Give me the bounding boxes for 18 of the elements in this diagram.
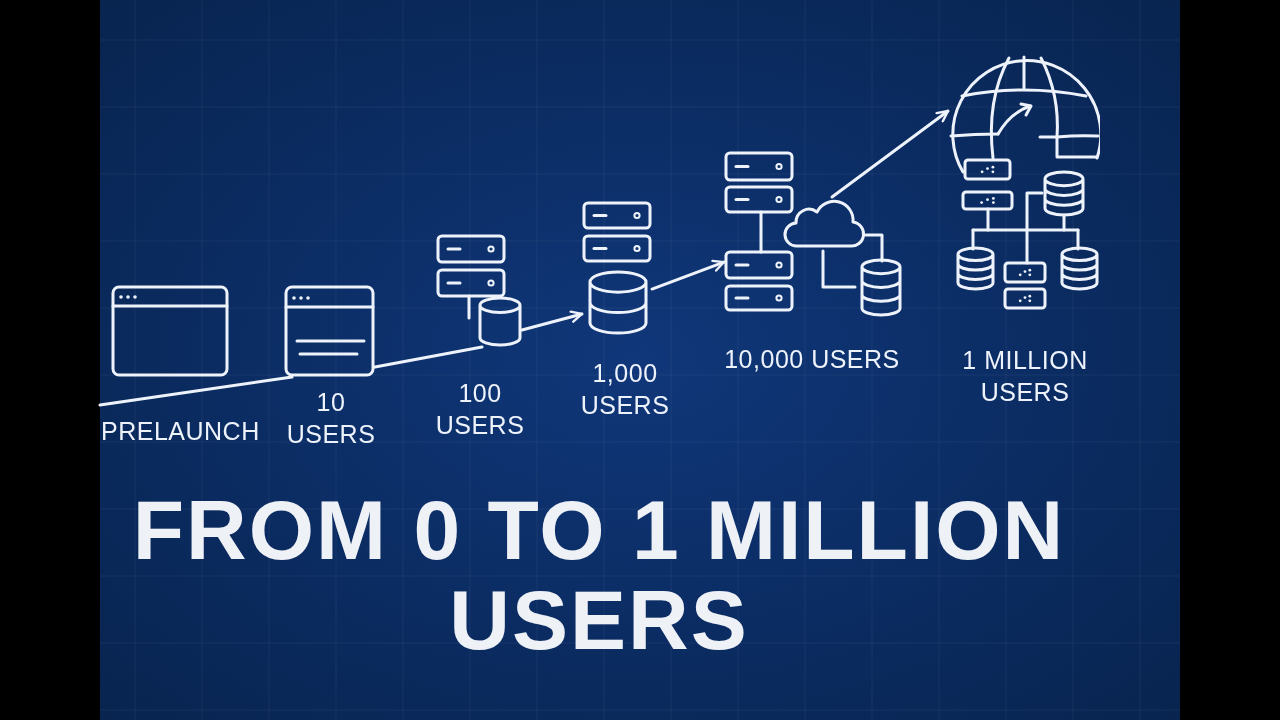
browser-window-icon [284,285,375,377]
connector-line [98,375,294,407]
connector-line [373,345,484,369]
stage-label: PRELAUNCH [101,416,261,447]
stage-label: 10 USERS [285,387,377,450]
stage-label: 1,000 USERS [579,358,671,421]
blank-browser-window-icon [111,285,229,377]
stage-label: 10,000 USERS [723,344,901,375]
title: FROM 0 TO 1 MILLION USERS [131,485,1067,665]
server-stack-database-icon [582,201,652,335]
server-cloud-database-icon [724,151,902,317]
server-database-icon [436,234,522,347]
arrow [830,109,950,199]
arrow [650,259,726,291]
arrow [520,310,584,332]
stage-label: 100 USERS [434,378,526,441]
globe-network-icon [948,54,1100,312]
stage-label: 1 MILLION USERS [961,345,1089,408]
